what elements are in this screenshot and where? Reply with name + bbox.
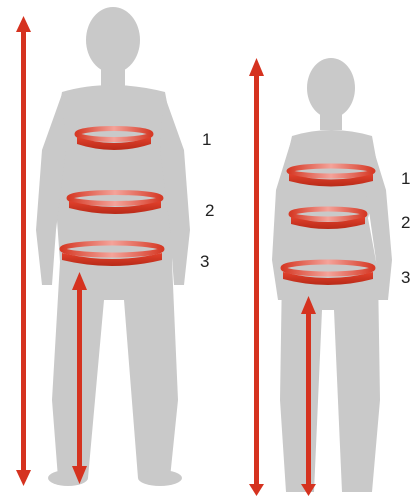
male-label-2: 2 — [205, 201, 214, 220]
female-label-1: 1 — [401, 169, 410, 188]
female-label-2: 2 — [401, 213, 410, 232]
female-label-3: 3 — [401, 268, 410, 287]
male-label-1: 1 — [202, 130, 211, 149]
female-height-arrow — [249, 58, 264, 496]
male-label-3: 3 — [200, 252, 209, 271]
male-height-arrow — [16, 16, 31, 486]
male-silhouette — [36, 7, 190, 486]
